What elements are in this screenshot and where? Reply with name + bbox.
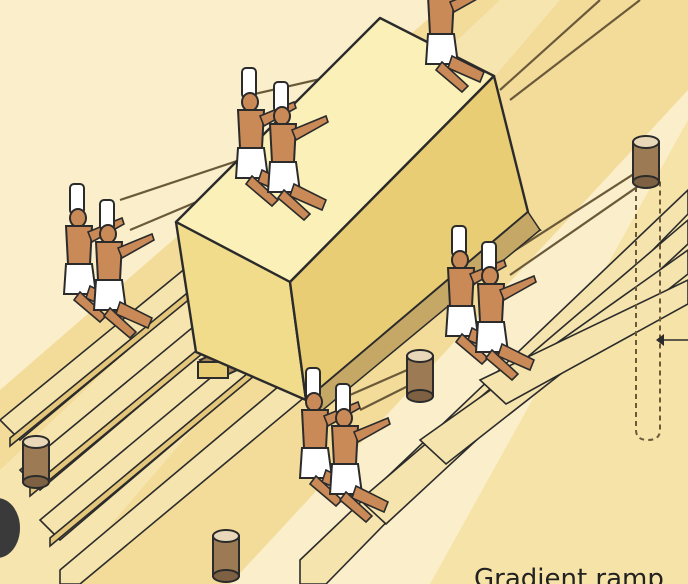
right-stairs xyxy=(299,188,688,584)
carousel-prev-button[interactable] xyxy=(0,498,20,558)
callout-arrow xyxy=(656,334,664,346)
figure-caption: Gradient ramp xyxy=(474,564,664,584)
stone-block xyxy=(174,16,530,402)
wooden-post xyxy=(632,135,660,189)
wooden-post xyxy=(22,435,50,489)
wooden-post xyxy=(406,349,434,403)
sledge-foot xyxy=(197,361,229,379)
rope-loop xyxy=(635,178,661,442)
wooden-post xyxy=(212,529,240,583)
